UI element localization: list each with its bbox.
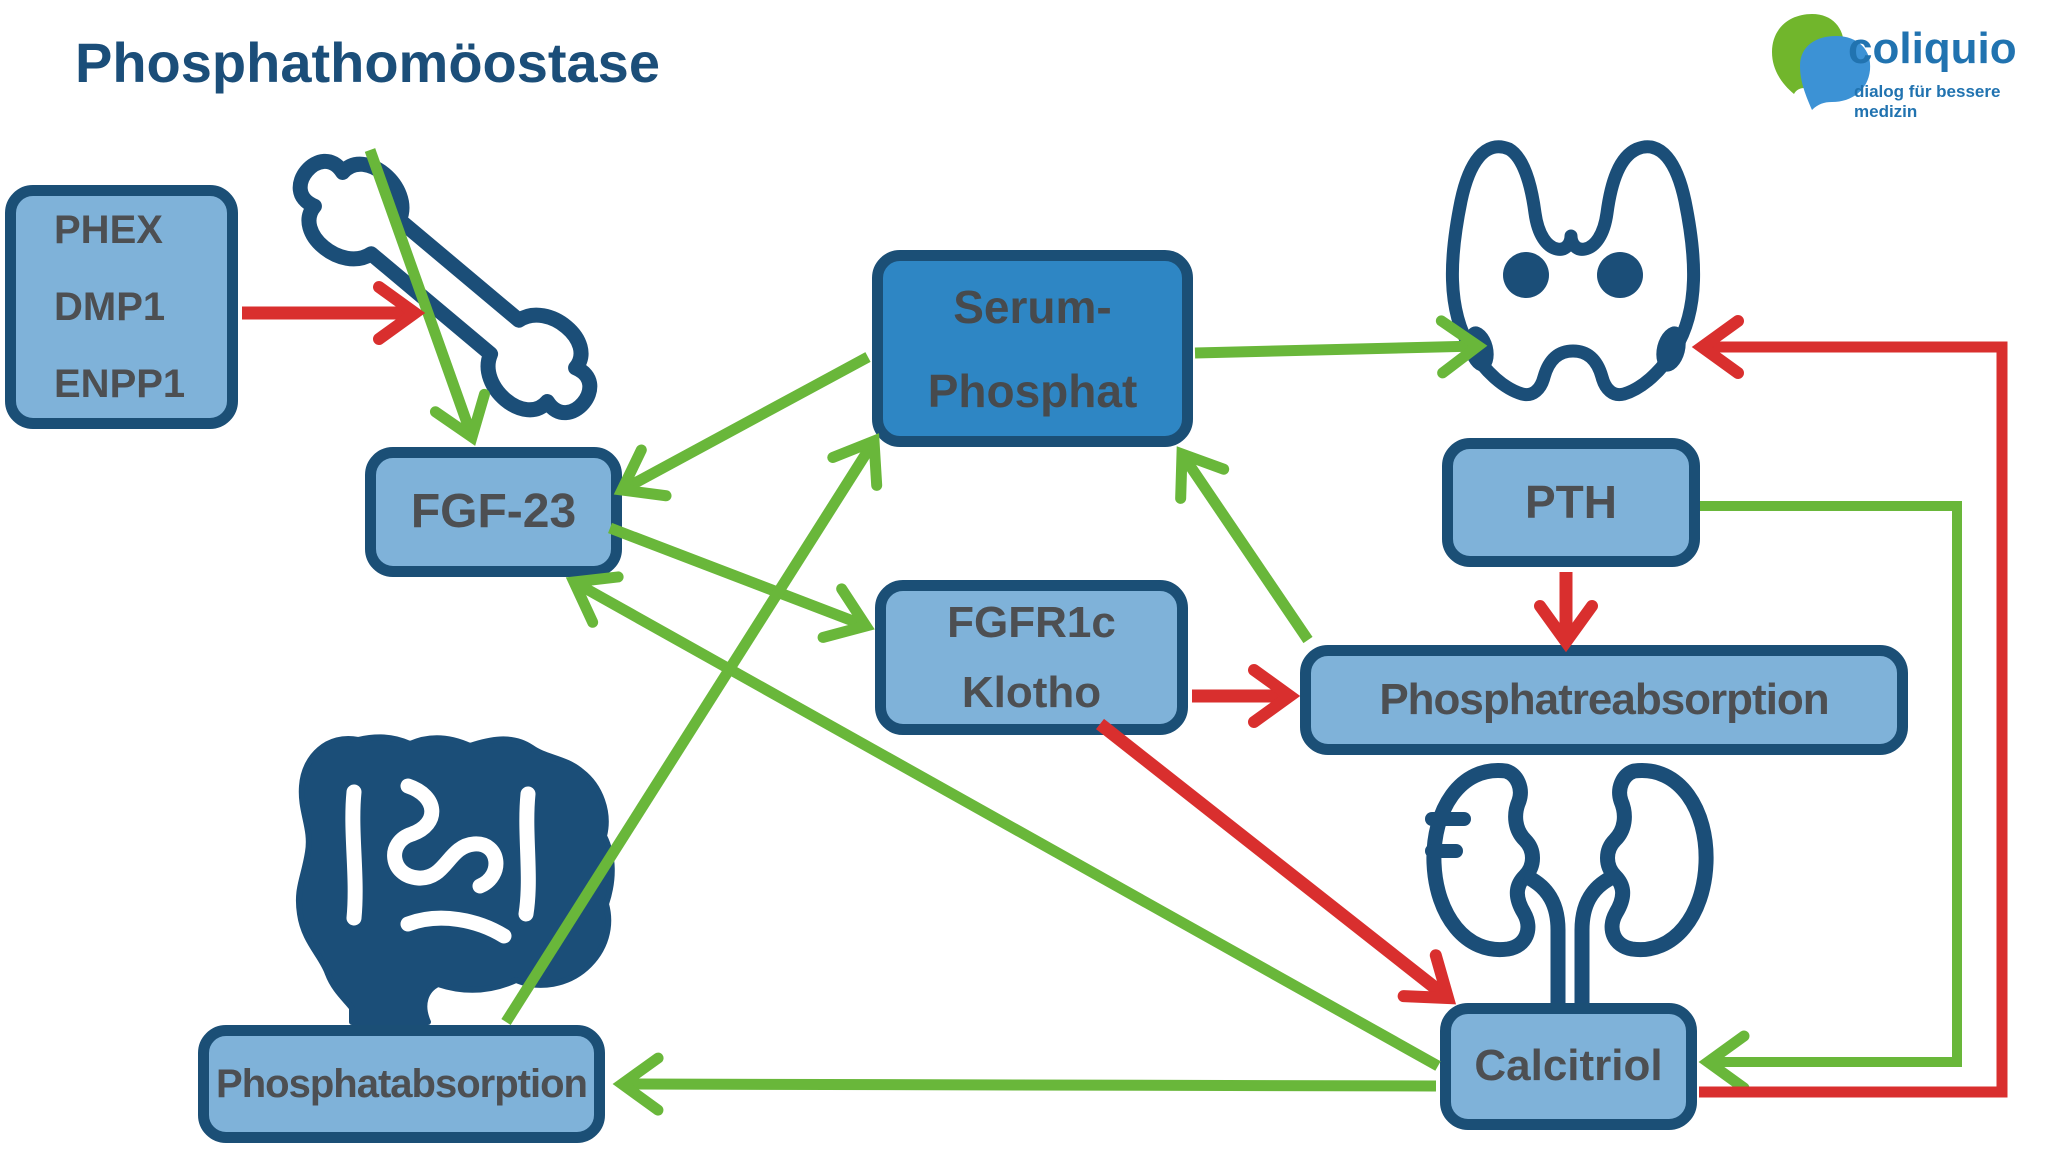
intestine-icon <box>295 734 615 1025</box>
logo-leaf-blue <box>1800 36 1871 110</box>
node-label: Phosphatreabsorption <box>1379 674 1829 724</box>
node-label: Phosphatabsorption <box>216 1062 588 1106</box>
node-label: Phosphat <box>927 364 1138 417</box>
arrow-calcitriol-to-phosphatabsorption <box>612 1052 1437 1116</box>
arrow-phosphatreabsorption-to-serum-phosphat <box>1175 446 1313 644</box>
node-label: Calcitriol <box>1474 1041 1663 1091</box>
node-label: FGFR1c <box>947 597 1116 647</box>
node-pth[interactable]: PTH <box>1442 438 1700 567</box>
node-label: Klotho <box>961 667 1102 717</box>
arrow-bone-to-fgf23 <box>364 148 490 446</box>
node-label: PTH <box>1525 476 1617 529</box>
logo-tagline-text: dialog für bessere medizin <box>1854 82 2001 121</box>
page-title: Phosphathomöostase <box>75 31 660 94</box>
arrow-serum-phosphat-to-parathyroid <box>1194 315 1488 379</box>
kidneys-icon <box>1425 763 1714 1007</box>
bone-icon <box>292 153 598 421</box>
thyroid-parathyroid-icon <box>1445 140 1701 402</box>
node-phosphatabsorption[interactable]: Phosphatabsorption <box>198 1025 605 1143</box>
node-label: ENPP1 <box>54 361 186 406</box>
arrow-pth-to-calcitriol <box>1698 501 1962 1094</box>
arrow-serum-phosphat-to-fgf23 <box>613 352 871 502</box>
node-phosphatreabsorption[interactable]: Phosphatreabsorption <box>1300 645 1908 755</box>
arrow-fgfr1c-klotho-to-calcitriol <box>1095 718 1457 1005</box>
node-calcitriol[interactable]: Calcitriol <box>1440 1003 1697 1130</box>
node-label: FGF-23 <box>410 485 577 539</box>
node-fgfr1c-klotho[interactable]: FGFR1c Klotho <box>875 580 1188 735</box>
coliquio-logo-mark <box>1772 14 1871 110</box>
node-label: PHEX <box>54 207 163 252</box>
node-label: Serum- <box>953 280 1112 333</box>
node-serum-phosphat[interactable]: Serum- Phosphat <box>872 250 1193 447</box>
node-label: DMP1 <box>54 284 166 329</box>
node-fgf23[interactable]: FGF-23 <box>365 447 622 577</box>
arrow-fgf23-to-fgfr1c-klotho <box>608 522 875 643</box>
node-phex-dmp1-enpp1[interactable]: PHEX DMP1 ENPP1 <box>5 185 238 429</box>
logo-brand-text: coliquio <box>1848 24 2017 73</box>
coliquio-logo: coliquio dialog für bessere medizin <box>1755 10 2045 121</box>
